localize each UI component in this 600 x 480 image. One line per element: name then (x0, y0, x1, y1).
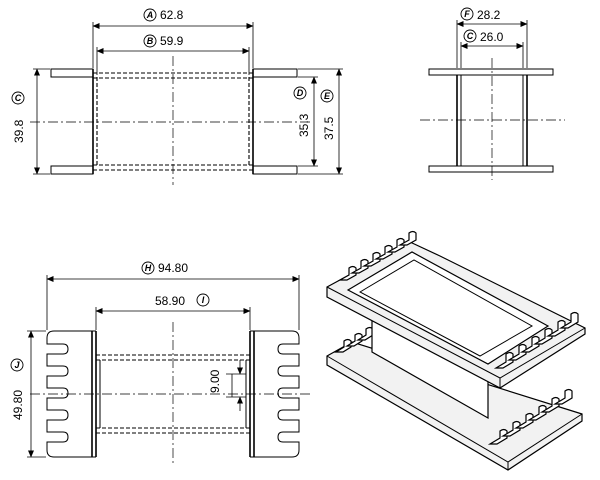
dim-i-letter: I (202, 295, 205, 305)
dim-d-letter: D (297, 88, 304, 98)
dimension-c-label: C 39.8 (11, 91, 26, 143)
dim-f-letter: F (464, 9, 470, 19)
dim-e-letter: E (324, 91, 331, 101)
front-flange-top-left (50, 68, 94, 78)
side-flange-bottom (428, 165, 554, 173)
dim-b-value: 59.9 (160, 34, 184, 48)
dimension-d-label: D 35.3 (293, 86, 311, 137)
dimension-h-label: H 94.80 (141, 261, 188, 275)
dim-a-letter: A (146, 10, 154, 20)
bottom-left-comb (46, 330, 96, 458)
front-view: A 62.8 B 59.9 C 39.8 D 35.3 (11, 8, 343, 185)
isometric-view (326, 230, 586, 471)
dimension-g-label: C 26.0 (463, 29, 504, 44)
iso-upper-front-teeth (493, 311, 579, 369)
dim-i-value: 58.90 (155, 294, 185, 308)
dim-j-value: 49.80 (11, 390, 25, 420)
dim-h-value: 94.80 (158, 261, 188, 275)
front-flange-top-right (252, 68, 298, 78)
iso-lower-teeth (487, 388, 573, 445)
front-flange-bottom-left (50, 165, 94, 175)
dimension-j-label: J 49.80 (10, 358, 25, 420)
dimension-f-label: F 28.2 (460, 7, 501, 22)
dim-f-value: 28.2 (477, 8, 501, 22)
dim-k-value: 9.00 (208, 369, 222, 393)
dimension-b-label: B 59.9 (143, 34, 184, 48)
dim-h-letter: H (145, 263, 152, 273)
iso-lower-back-teeth (333, 326, 374, 353)
iso-upper-back-teeth (337, 230, 417, 281)
dim-j-letter: J (14, 360, 20, 370)
dim-d-value: 35.3 (297, 113, 311, 137)
dim-g-value: 26.0 (480, 30, 504, 44)
bottom-right-comb (250, 330, 300, 458)
dim-a-value: 62.8 (160, 8, 184, 22)
iso-lower-flange (326, 341, 583, 471)
dimension-a-label: A 62.8 (143, 8, 184, 22)
dim-e-value: 37.5 (322, 116, 336, 140)
bottom-view: H 94.80 58.90 I J 49.80 9.00 (10, 261, 310, 465)
side-view: F 28.2 C 26.0 (420, 7, 565, 180)
dim-b-letter: B (147, 36, 154, 46)
dimension-i-label: 58.90 I (155, 293, 210, 308)
side-flange-top (428, 68, 554, 76)
front-flange-bottom-right (252, 165, 298, 175)
dim-c-letter: C (15, 93, 22, 103)
dimension-e-label: E 37.5 (320, 89, 336, 140)
dim-g-letter: C (467, 31, 474, 41)
dim-c-value: 39.8 (12, 119, 26, 143)
